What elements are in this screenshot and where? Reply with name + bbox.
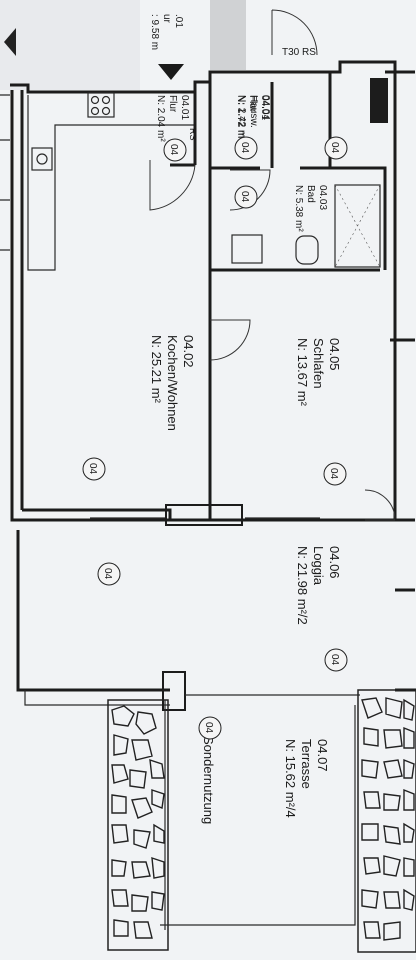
svg-text:RS: RS <box>188 128 198 141</box>
badge-04: 04 <box>198 716 222 740</box>
room-label-terrasse: 04.07 Terrasse N: 15.62 m²/4 <box>283 739 330 818</box>
edge-fragment-2: ur <box>161 14 172 24</box>
stove-burner <box>101 106 111 116</box>
svg-text:.01: .01 <box>173 14 184 28</box>
outer-wall-left <box>10 90 395 522</box>
edge-fragment-1: .01 <box>173 14 184 28</box>
door-arc-loggia <box>364 489 396 521</box>
svg-text:04: 04 <box>329 142 340 154</box>
loggia-edge <box>24 690 170 706</box>
badge-04: 04 <box>97 562 121 586</box>
kitchen-counter <box>27 95 195 271</box>
back-arrow-icon <box>4 28 16 56</box>
badge-04: 04 <box>82 457 106 481</box>
stove-burner <box>90 95 100 105</box>
svg-text:Flur: Flur <box>167 95 178 113</box>
svg-text:04.01: 04.01 <box>259 95 270 120</box>
svg-text:N: 5.38 m²: N: 5.38 m² <box>293 185 304 232</box>
svg-text:Hausw.: Hausw. <box>248 95 259 128</box>
shower-cross <box>334 184 381 268</box>
door-tag: T30 RS <box>282 47 316 58</box>
svg-text:N: 13.67 m²: N: 13.67 m² <box>295 338 310 407</box>
door-arc-entry <box>271 9 318 56</box>
room-label-flur2: 04.01 Flur N: 2.04 m² <box>155 95 190 142</box>
badge-04: 04 <box>324 648 348 672</box>
edge-fragment-3: : 9.58 m <box>149 14 160 50</box>
svg-text:04.03: 04.03 <box>317 185 328 210</box>
toilet-icon <box>295 235 319 265</box>
terrasse-border <box>160 705 356 926</box>
stone-strip-right <box>357 689 416 953</box>
loggia-left-wall <box>16 530 170 692</box>
room-label-hausw: 04.04 Hausw. N: 2.42 m² <box>236 95 271 142</box>
stove-icon <box>87 92 115 118</box>
room-label-schlafen: 04.05 Schlafen N: 13.67 m² <box>295 338 342 407</box>
svg-text:ur: ur <box>161 14 172 24</box>
direction-arrow-icon <box>158 64 184 80</box>
svg-text:N: 2.04 m²: N: 2.04 m² <box>155 95 166 142</box>
room-label-loggia: 04.06 Loggia N: 21.98 m²/2 <box>295 546 342 625</box>
badge-04: 04 <box>234 185 258 209</box>
svg-text:Loggia: Loggia <box>311 546 326 586</box>
washbasin-icon <box>231 234 263 264</box>
svg-text:04: 04 <box>168 144 179 156</box>
stove-burner <box>90 106 100 116</box>
window-frame <box>165 504 243 526</box>
svg-text:Flur: Flur <box>247 95 258 113</box>
right-fragment-walls <box>385 70 416 692</box>
svg-text:Kochen/Wohnen: Kochen/Wohnen <box>165 335 180 431</box>
svg-text:04.04: 04.04 <box>260 95 271 120</box>
rs-tag: RS <box>188 128 198 141</box>
badges: 04 04 04 04 04 04 04 04 04 <box>82 136 348 740</box>
svg-text:N: 15.62 m²/4: N: 15.62 m²/4 <box>283 739 298 818</box>
door-arc-flur <box>149 160 196 211</box>
pen-shadow <box>210 0 246 70</box>
svg-text:04.01: 04.01 <box>179 95 190 120</box>
sondernutzung-label: Sondernutzung <box>201 736 216 824</box>
badge-04: 04 <box>234 136 258 160</box>
badge-04: 04 <box>163 138 187 162</box>
svg-text:N: 1.72 m²: N: 1.72 m² <box>235 95 246 142</box>
svg-text:Sondernutzung: Sondernutzung <box>201 736 216 824</box>
room-label-bad: 04.03 Bad N: 5.38 m² <box>293 185 328 232</box>
left-fragment-lines <box>0 94 10 251</box>
svg-text:Schlafen: Schlafen <box>311 338 326 389</box>
svg-text:Bad: Bad <box>305 185 316 203</box>
door-arc-schlafen <box>209 319 251 361</box>
svg-text:N: 25.21 m²: N: 25.21 m² <box>149 335 164 404</box>
wall-misc <box>22 163 195 520</box>
svg-text:04: 04 <box>239 191 250 203</box>
shaft-icon <box>370 78 388 123</box>
svg-text:N: 21.98 m²/2: N: 21.98 m²/2 <box>295 546 310 625</box>
svg-text:04: 04 <box>239 142 250 154</box>
badge-04: 04 <box>323 462 347 486</box>
door-arc-bad <box>229 169 271 211</box>
sink-icon <box>31 147 53 171</box>
sink-drain <box>36 153 48 165</box>
svg-text:Terrasse: Terrasse <box>299 739 314 789</box>
column <box>162 671 186 711</box>
room-label-kochen: 04.02 Kochen/Wohnen N: 25.21 m² <box>149 335 196 431</box>
svg-text:04: 04 <box>102 568 113 580</box>
svg-text:04: 04 <box>87 463 98 475</box>
svg-text:04.06: 04.06 <box>327 546 342 579</box>
stone-strip-left <box>107 699 169 951</box>
shadow-area <box>0 0 140 90</box>
wall-bad <box>328 72 387 270</box>
svg-text:04.02: 04.02 <box>181 335 196 368</box>
svg-text:04.07: 04.07 <box>315 739 330 772</box>
badge-04: 04 <box>324 136 348 160</box>
stove-burner <box>101 95 111 105</box>
svg-text:N: 2.42 m²: N: 2.42 m² <box>236 95 247 142</box>
svg-text:: 9.58 m: : 9.58 m <box>149 14 160 50</box>
svg-text:04: 04 <box>329 654 340 666</box>
svg-text:04: 04 <box>203 722 214 734</box>
svg-text:04.05: 04.05 <box>327 338 342 371</box>
room-label-flur1: 04.01 Flur N: 1.72 m² <box>235 95 270 142</box>
svg-text:04: 04 <box>328 468 339 480</box>
shower-icon <box>334 184 381 268</box>
